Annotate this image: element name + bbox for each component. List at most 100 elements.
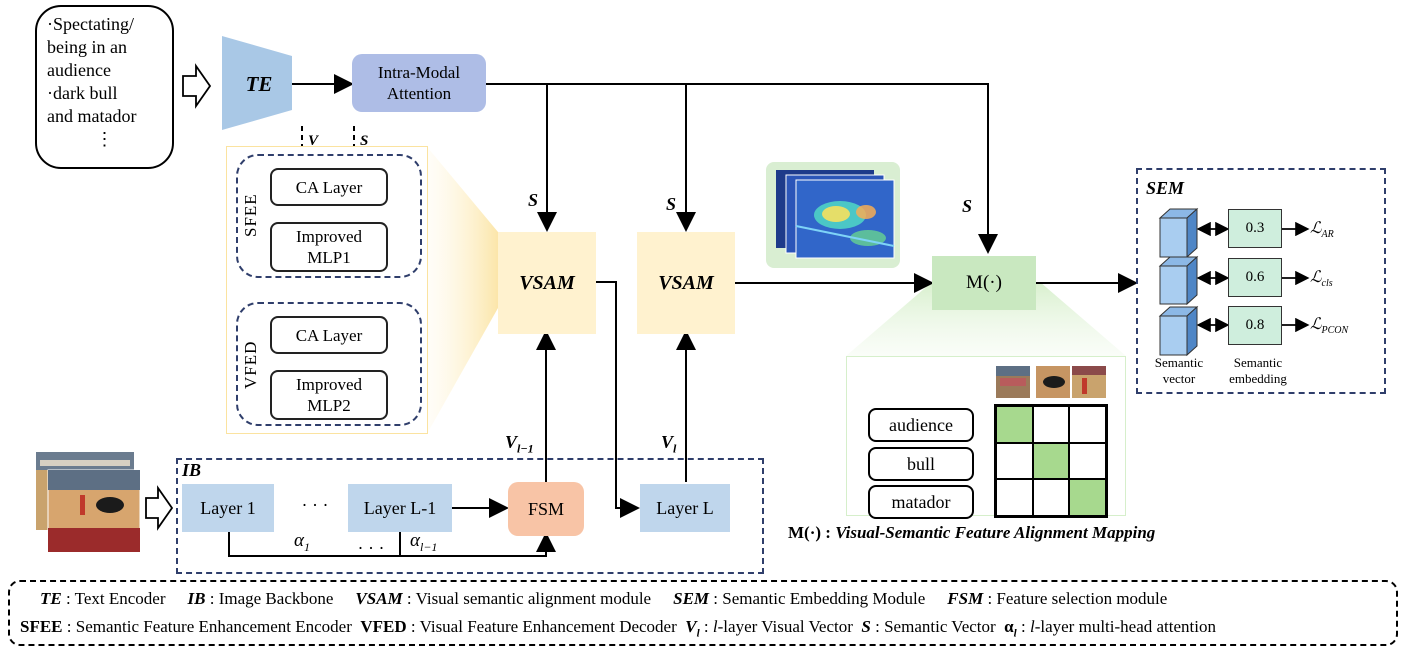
legend-box [8, 580, 1398, 646]
prompt-line-3: audience [47, 60, 111, 80]
word-bull: bull [868, 447, 974, 481]
legend-vl-desc-pre: : [699, 617, 713, 636]
vsam-1: VSAM [498, 232, 596, 334]
vfed-ca-layer: CA Layer [270, 316, 388, 354]
legend-vl-desc-post: -layer Visual Vector [717, 617, 853, 636]
semantic-embedding-line-2: embedding [1229, 371, 1287, 386]
matrix-cell [996, 479, 1033, 516]
sem-panel [1136, 168, 1386, 394]
ib-layer-l-minus-1: Layer L-1 [348, 484, 452, 532]
matrix-cell [1032, 442, 1070, 480]
legend-row-2: SFEE : Semantic Feature Enhancement Enco… [20, 617, 1396, 639]
fsm-box: FSM [508, 482, 584, 536]
matrix-cell [996, 442, 1033, 480]
legend-vl-key: V [685, 617, 697, 636]
sfee-block [236, 154, 422, 278]
alignment-caption-text: Visual-Semantic Feature Alignment Mappin… [835, 523, 1156, 542]
legend-item: SEM : Semantic Embedding Module [673, 589, 925, 609]
alpha-1-symbol: α [294, 530, 304, 551]
sfee-ca-layer: CA Layer [270, 168, 388, 206]
legend-key: TE [40, 589, 62, 608]
intra-modal-attention: Intra-Modal Attention [352, 54, 486, 112]
s-label-m: S [962, 196, 973, 216]
sem-embedding-2: 0.6 [1228, 258, 1282, 297]
ib-dots-1: · · · [301, 494, 329, 515]
matrix-cell [1069, 479, 1106, 516]
matrix-cell [996, 406, 1033, 443]
v-l-minus-1-sub: l−1 [517, 441, 534, 456]
prompt-line-6: ⋮ [95, 129, 114, 149]
m-mapping-box: M(·) [932, 256, 1036, 310]
legend-item: VSAM : Visual semantic alignment module [355, 589, 651, 609]
legend-item: TE : Text Encoder [40, 589, 166, 609]
alpha-1-label: α1 [294, 530, 310, 555]
legend-item: FSM : Feature selection module [947, 589, 1167, 609]
v-l-sub: l [673, 441, 677, 456]
vfed-mlp-line-1: Improved [295, 375, 363, 394]
s-input-label: S [360, 133, 369, 149]
matrix-cell [1069, 406, 1106, 443]
legend-desc: : Feature selection module [983, 589, 1168, 608]
legend-desc: : Semantic Embedding Module [709, 589, 926, 608]
alignment-matrix [994, 404, 1108, 518]
sem-embedding-1: 0.3 [1228, 209, 1282, 248]
sfee-improved-mlp1: Improved MLP1 [270, 222, 388, 272]
loss-ar-symbol: ℒ [1310, 220, 1322, 237]
matrix-cell [1032, 406, 1070, 443]
semantic-vector-label: Semantic vector [1144, 354, 1214, 388]
legend-vfed-key: VFED [360, 617, 407, 636]
legend-vl-sub: l [696, 627, 700, 640]
vsam-zoom-wedge [428, 148, 498, 432]
semantic-embedding-line-1: Semantic [1233, 355, 1283, 370]
ib-layer-1: Layer 1 [182, 484, 274, 532]
legend-sfee-key: SFEE [20, 617, 63, 636]
hollow-arrow-image [145, 485, 174, 531]
legend-vfed-desc: : Visual Feature Enhancement Decoder [406, 617, 677, 636]
input-image [36, 452, 141, 553]
sem-title: SEM [1146, 178, 1185, 198]
loss-pcon-sub: PCON [1321, 325, 1349, 337]
prompt-line-2: being in an [47, 37, 127, 57]
word-matador: matador [868, 485, 974, 519]
legend-alpha-desc-post: -layer multi-head attention [1034, 617, 1216, 636]
attention-heatmap-image [766, 162, 900, 268]
legend-s-desc: : Semantic Vector [870, 617, 996, 636]
legend-alpha-desc-italic: l [1029, 617, 1035, 636]
v-l-symbol: V [661, 432, 674, 452]
te-label: TE [245, 71, 273, 96]
sfee-label: SFEE [241, 193, 260, 237]
text-prompt-bubble: ·Spectating/ being in an audience ·dark … [35, 5, 174, 169]
legend-desc: : Text Encoder [61, 589, 166, 608]
prompt-line-4: ·dark bull [47, 83, 118, 103]
m-zoom-wedge [846, 282, 1126, 356]
loss-cls: ℒcls [1310, 267, 1333, 289]
alpha-l-minus-1-label: αl−1 [410, 530, 437, 555]
sfee-mlp-line-1: Improved [295, 227, 363, 246]
ib-panel [176, 458, 764, 574]
vfed-block [236, 302, 422, 426]
intra-modal-line-2: Attention [386, 84, 452, 103]
sfee-mlp-line-2: MLP1 [307, 248, 351, 267]
v-input-label: V [308, 133, 319, 149]
legend-alpha-key: α [1004, 617, 1014, 636]
alignment-panel [846, 356, 1126, 516]
vfed-label: VFED [241, 340, 260, 390]
ib-dots-2: · · · [357, 537, 385, 558]
ib-title: IB [182, 460, 202, 480]
matrix-cell [1069, 442, 1106, 480]
vfed-improved-mlp2: Improved MLP2 [270, 370, 388, 420]
legend-key: IB [187, 589, 206, 608]
legend-key: SEM [673, 589, 710, 608]
legend-sfee-desc: : Semantic Feature Enhancement Encoder [62, 617, 352, 636]
prompt-line-5: and matador [47, 106, 137, 126]
alpha-1-sub: 1 [303, 539, 310, 554]
word-audience: audience [868, 408, 974, 442]
v-l-label: Vl [661, 432, 676, 457]
alignment-thumbnails [996, 366, 1106, 398]
vfed-mlp-line-2: MLP2 [307, 396, 351, 415]
legend-desc: : Visual semantic alignment module [402, 589, 652, 608]
v-l-minus-1-label: Vl−1 [505, 432, 534, 457]
loss-pcon: ℒPCON [1310, 314, 1348, 336]
legend-s-key: S [861, 617, 871, 636]
legend-key: FSM [947, 589, 984, 608]
